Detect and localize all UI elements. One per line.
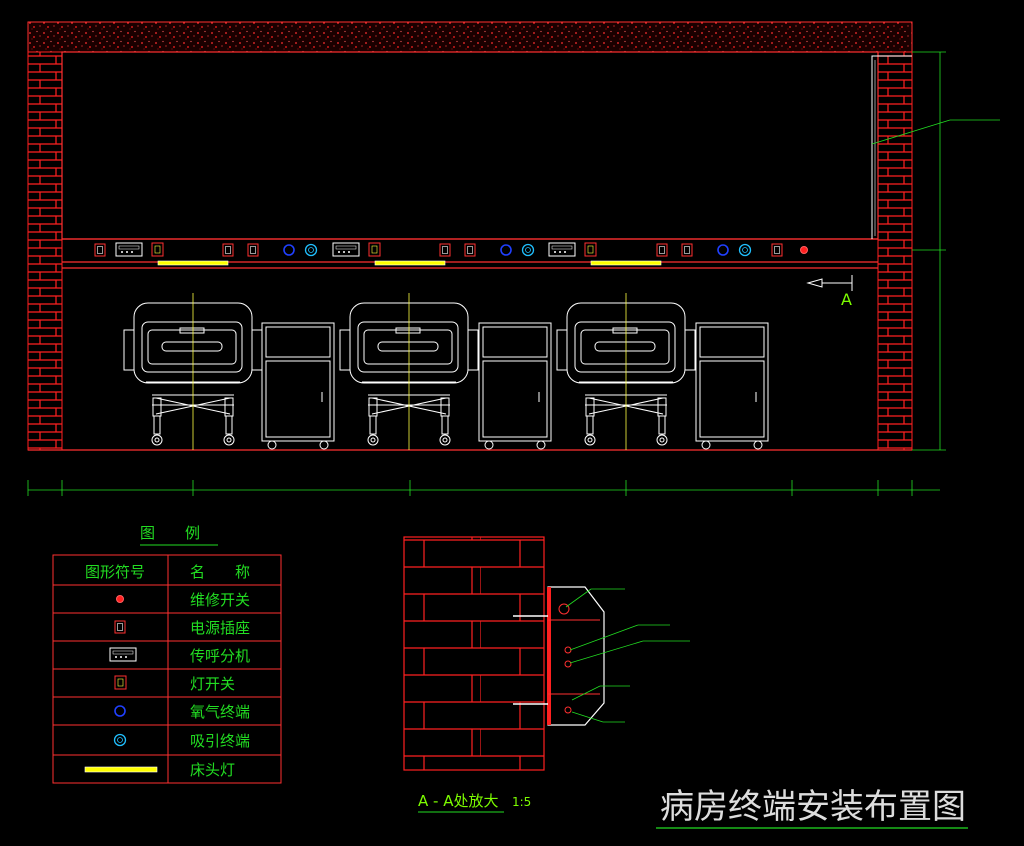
oxygen-terminal-icon <box>717 244 729 256</box>
legend-name: 传呼分机 <box>190 647 250 665</box>
section-detail: A - A处放大 1:5 <box>403 536 690 813</box>
power-socket-icon <box>94 243 106 257</box>
right-dimension <box>871 51 1000 451</box>
beds-and-cabinets <box>123 293 769 450</box>
nurse-call-extension-icon <box>115 242 143 257</box>
bedside-cabinet <box>695 322 769 450</box>
maintenance-switch-icon <box>800 246 808 254</box>
legend-row: 电源插座 <box>114 619 250 637</box>
bottom-dimension <box>27 480 940 496</box>
bed-head-lamp-icon <box>84 766 158 773</box>
hospital-bed <box>556 293 696 450</box>
bedside-cabinet <box>261 322 335 450</box>
oxygen-terminal-icon <box>114 705 126 717</box>
legend-name: 床头灯 <box>190 761 235 779</box>
drawing-title-block: 病房终端安装布置图 <box>656 787 968 829</box>
section-marker-label: A <box>841 290 852 309</box>
power-socket-icon <box>771 243 783 257</box>
legend-header-symbol: 图形符号 <box>85 563 145 581</box>
light-switch-icon <box>368 242 381 257</box>
power-socket-icon <box>114 620 126 634</box>
power-socket-icon <box>681 243 693 257</box>
legend-name: 维修开关 <box>190 591 250 609</box>
light-switch-icon <box>151 242 164 257</box>
legend-name: 电源插座 <box>190 619 250 637</box>
legend-row: 传呼分机 <box>109 647 250 665</box>
oxygen-terminal-icon <box>500 244 512 256</box>
drawing-title: 病房终端安装布置图 <box>660 787 966 827</box>
section-scale: 1:5 <box>512 795 531 809</box>
legend-title: 图 例 <box>140 524 200 542</box>
right-wall <box>877 51 913 451</box>
legend-row: 维修开关 <box>116 591 250 609</box>
legend-name: 氧气终端 <box>190 703 250 721</box>
legend-row: 灯开关 <box>114 675 235 693</box>
nurse-call-extension-icon <box>332 242 360 257</box>
suction-terminal-icon <box>738 243 752 257</box>
left-wall <box>27 51 63 451</box>
legend-header-name: 名 称 <box>190 563 250 581</box>
bedside-cabinet <box>478 322 552 450</box>
suction-terminal-icon <box>521 243 535 257</box>
legend-row: 床头灯 <box>84 761 235 779</box>
legend: 图 例 图形符号 名 称 维修开关 电源插座 传呼分机 <box>52 524 282 784</box>
legend-name: 吸引终端 <box>190 732 250 750</box>
ceiling-slab <box>27 21 913 53</box>
hospital-bed <box>123 293 263 450</box>
hospital-bed <box>339 293 479 450</box>
legend-row: 氧气终端 <box>114 703 250 721</box>
section-label: A - A处放大 <box>418 792 498 810</box>
oxygen-terminal-icon <box>283 244 295 256</box>
power-socket-icon <box>247 243 259 257</box>
legend-row: 吸引终端 <box>113 732 250 750</box>
section-marker: A <box>806 275 853 309</box>
light-switch-icon <box>584 242 597 257</box>
light-switch-icon <box>114 675 127 690</box>
power-socket-icon <box>439 243 451 257</box>
bed-head-panel-terminals <box>94 242 808 266</box>
legend-name: 灯开关 <box>190 675 235 693</box>
nurse-call-extension-icon <box>109 647 137 662</box>
power-socket-icon <box>222 243 234 257</box>
bed-head-lamp-icon <box>157 260 662 266</box>
suction-terminal-icon <box>113 733 127 747</box>
power-socket-icon <box>464 243 476 257</box>
maintenance-switch-icon <box>116 595 124 603</box>
nurse-call-extension-icon <box>548 242 576 257</box>
suction-terminal-icon <box>304 243 318 257</box>
power-socket-icon <box>656 243 668 257</box>
